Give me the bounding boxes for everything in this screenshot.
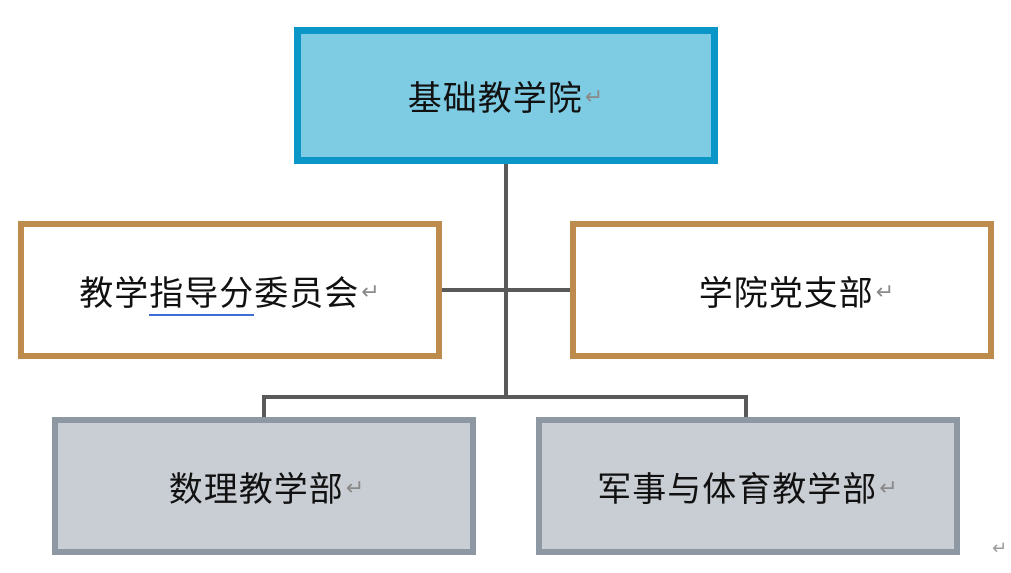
- label-part-2: 委员会: [254, 273, 360, 314]
- military-pe-dept-label: 军事与体育教学部: [597, 469, 878, 510]
- party-branch-node[interactable]: 学院党支部↵: [570, 221, 994, 359]
- paragraph-mark-icon: ↵: [584, 85, 605, 110]
- teaching-committee-node[interactable]: 教学指导分委员会↵: [18, 221, 442, 359]
- math-physics-dept-label: 数理教学部: [168, 469, 344, 510]
- paragraph-mark-icon: ↵: [879, 475, 899, 501]
- page-paragraph-mark-icon: ↵: [992, 538, 1008, 559]
- paragraph-mark-icon: ↵: [875, 279, 896, 305]
- party-branch-label: 学院党支部: [698, 273, 874, 314]
- root-node[interactable]: 基础教学院↵: [294, 27, 718, 164]
- root-node-label: 基础教学院: [407, 79, 583, 119]
- label-part-1: 教学: [79, 273, 150, 314]
- paragraph-mark-icon: ↵: [361, 279, 381, 305]
- military-pe-dept-node[interactable]: 军事与体育教学部↵: [536, 417, 960, 555]
- paragraph-mark-icon: ↵: [345, 475, 366, 501]
- label-underlined-part: 指导分: [149, 273, 255, 316]
- math-physics-dept-node[interactable]: 数理教学部↵: [52, 417, 476, 555]
- teaching-committee-label: 教学指导分委员会: [79, 266, 360, 316]
